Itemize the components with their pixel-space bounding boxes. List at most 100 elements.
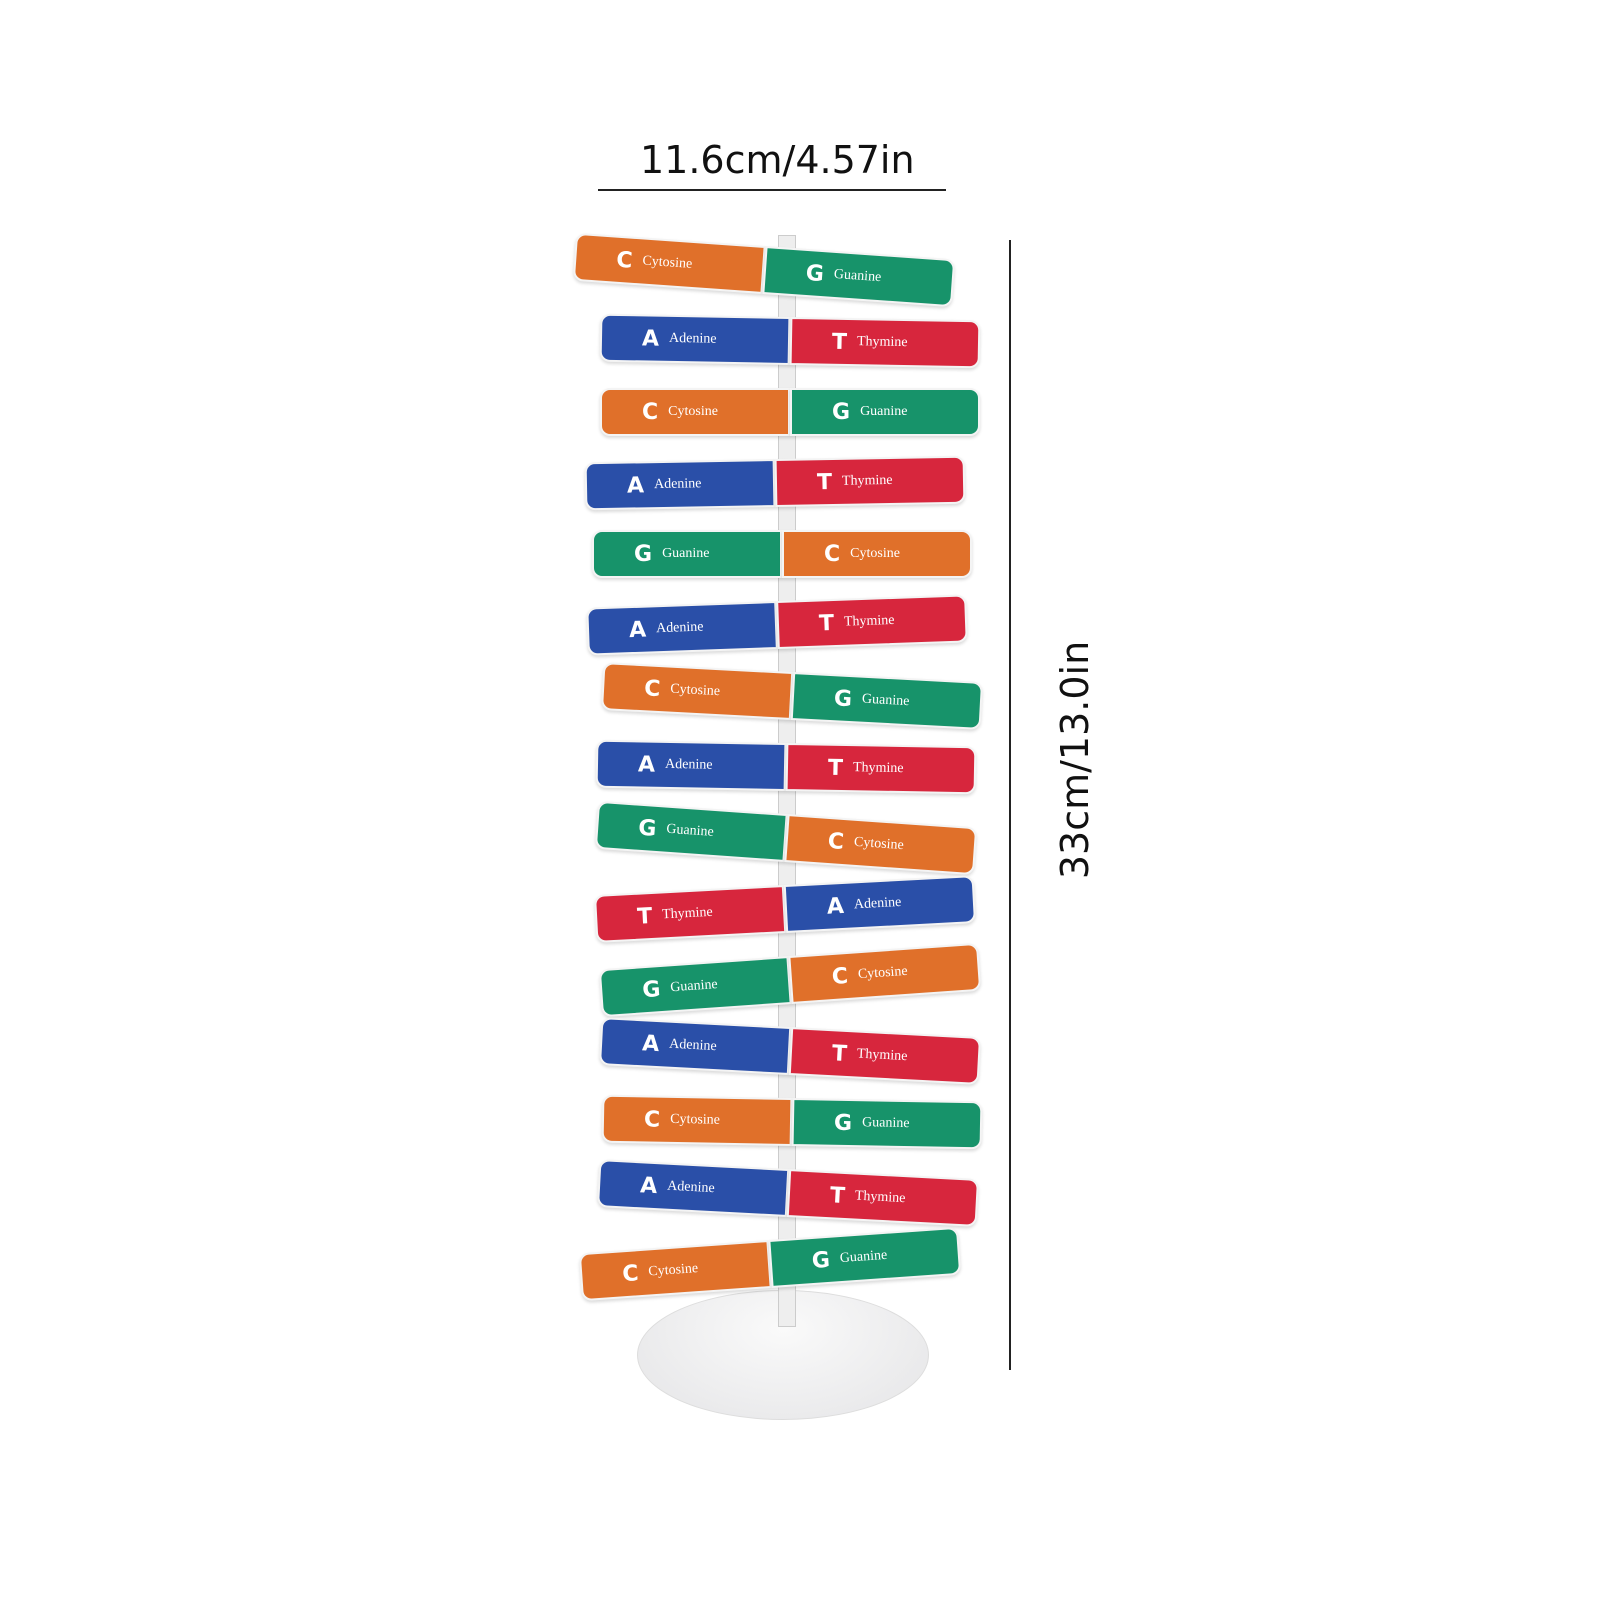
nucleotide-name: Thymine	[843, 612, 895, 630]
nucleotide-name: Cytosine	[669, 681, 721, 700]
nucleotide-name: Adenine	[655, 619, 704, 637]
nucleotide-letter: A	[826, 893, 845, 920]
nucleotide-letter: T	[831, 329, 848, 355]
nucleotide-letter: T	[827, 755, 844, 781]
left-nucleotide: C Cytosine	[601, 1094, 793, 1146]
nucleotide-letter: C	[642, 399, 659, 425]
nucleotide-letter: T	[831, 1040, 848, 1067]
right-nucleotide: T Thymine	[774, 455, 966, 507]
right-nucleotide: T Thymine	[788, 1027, 981, 1085]
left-nucleotide: A Adenine	[599, 313, 791, 365]
base-pair-rung: A Adenine T Thymine	[586, 594, 968, 656]
left-nucleotide: A Adenine	[597, 1159, 790, 1217]
nucleotide-name: Guanine	[860, 404, 908, 419]
nucleotide-name: Thymine	[661, 904, 714, 923]
nucleotide-letter: T	[829, 1182, 846, 1209]
left-nucleotide: G Guanine	[598, 956, 792, 1018]
nucleotide-letter: C	[643, 675, 661, 702]
base-pair-rung: C Cytosine G Guanine	[600, 388, 980, 436]
nucleotide-name: Adenine	[668, 1036, 717, 1055]
left-nucleotide: A Adenine	[599, 1017, 792, 1075]
right-nucleotide: T Thymine	[776, 594, 968, 649]
right-nucleotide: G Guanine	[768, 1226, 962, 1288]
nucleotide-name: Guanine	[833, 266, 882, 286]
nucleotide-name: Cytosine	[647, 1261, 699, 1280]
base-pair-rung: C Cytosine G Guanine	[572, 232, 956, 308]
left-nucleotide: A Adenine	[595, 739, 787, 791]
base-pair-rung: A Adenine T Thymine	[597, 1159, 979, 1227]
right-nucleotide: G Guanine	[790, 388, 980, 436]
nucleotide-letter: A	[639, 1172, 658, 1199]
nucleotide-name: Thymine	[854, 1188, 906, 1207]
nucleotide-letter: A	[628, 617, 647, 643]
nucleotide-name: Thymine	[852, 760, 904, 777]
nucleotide-letter: C	[643, 1106, 661, 1133]
right-nucleotide: T Thymine	[789, 317, 981, 369]
nucleotide-name: Adenine	[653, 476, 702, 493]
nucleotide-name: Guanine	[861, 1115, 910, 1132]
nucleotide-name: Cytosine	[857, 963, 909, 983]
nucleotide-letter: G	[634, 541, 653, 567]
nucleotide-letter: G	[833, 1110, 853, 1136]
left-nucleotide: T Thymine	[594, 885, 787, 943]
nucleotide-letter: G	[833, 685, 853, 712]
nucleotide-letter: A	[637, 751, 656, 778]
right-nucleotide: C Cytosine	[784, 814, 978, 876]
right-nucleotide: T Thymine	[786, 1169, 979, 1227]
nucleotide-letter: T	[636, 903, 653, 930]
right-nucleotide: T Thymine	[785, 743, 977, 795]
nucleotide-letter: A	[641, 325, 660, 352]
base-pair-rung: G Guanine C Cytosine	[592, 530, 972, 578]
nucleotide-letter: G	[832, 399, 851, 425]
left-nucleotide: A Adenine	[584, 459, 776, 511]
base-pair-rung: A Adenine T Thymine	[595, 739, 977, 795]
nucleotide-name: Cytosine	[853, 834, 905, 854]
base-pair-rung: A Adenine T Thymine	[584, 455, 966, 511]
nucleotide-letter: T	[818, 610, 835, 637]
nucleotide-name: Guanine	[839, 1247, 888, 1267]
width-label: 11.6cm/4.57in	[640, 138, 915, 182]
nucleotide-letter: T	[816, 469, 833, 495]
left-nucleotide: C Cytosine	[572, 232, 766, 294]
nucleotide-letter: G	[637, 815, 658, 842]
nucleotide-name: Guanine	[662, 546, 710, 561]
nucleotide-letter: A	[626, 472, 645, 499]
right-nucleotide: C Cytosine	[782, 530, 972, 578]
height-arrow	[1009, 240, 1011, 1370]
nucleotide-name: Adenine	[853, 894, 902, 913]
nucleotide-letter: G	[805, 260, 825, 287]
base-pair-rung: T Thymine A Adenine	[594, 875, 976, 943]
right-nucleotide: A Adenine	[783, 875, 976, 933]
nucleotide-name: Cytosine	[641, 253, 693, 272]
width-arrow	[598, 189, 946, 191]
nucleotide-letter: G	[641, 976, 662, 1003]
left-nucleotide: C Cytosine	[600, 388, 790, 436]
base-pair-rung: C Cytosine G Guanine	[601, 1094, 983, 1150]
nucleotide-name: Cytosine	[850, 546, 900, 561]
nucleotide-letter: C	[831, 963, 849, 990]
nucleotide-letter: C	[824, 541, 841, 567]
nucleotide-name: Thymine	[856, 1046, 908, 1065]
nucleotide-name: Cytosine	[668, 404, 718, 419]
nucleotide-letter: C	[615, 247, 634, 274]
nucleotide-name: Cytosine	[670, 1111, 721, 1128]
base-pair-rung: A Adenine T Thymine	[599, 313, 981, 369]
nucleotide-name: Adenine	[664, 756, 713, 773]
left-nucleotide: G Guanine	[592, 530, 782, 578]
nucleotide-name: Thymine	[841, 472, 893, 489]
nucleotide-name: Adenine	[666, 1178, 715, 1197]
nucleotide-letter: C	[827, 828, 845, 855]
nucleotide-name: Thymine	[856, 334, 908, 351]
height-label: 33cm/13.0in	[1053, 640, 1097, 880]
left-nucleotide: A Adenine	[586, 601, 778, 656]
nucleotide-letter: A	[641, 1030, 660, 1057]
nucleotide-name: Guanine	[669, 977, 719, 996]
base-pair-rung: A Adenine T Thymine	[599, 1017, 981, 1085]
nucleotide-letter: G	[811, 1247, 831, 1274]
nucleotide-name: Adenine	[668, 330, 717, 347]
left-nucleotide: C Cytosine	[601, 662, 794, 720]
